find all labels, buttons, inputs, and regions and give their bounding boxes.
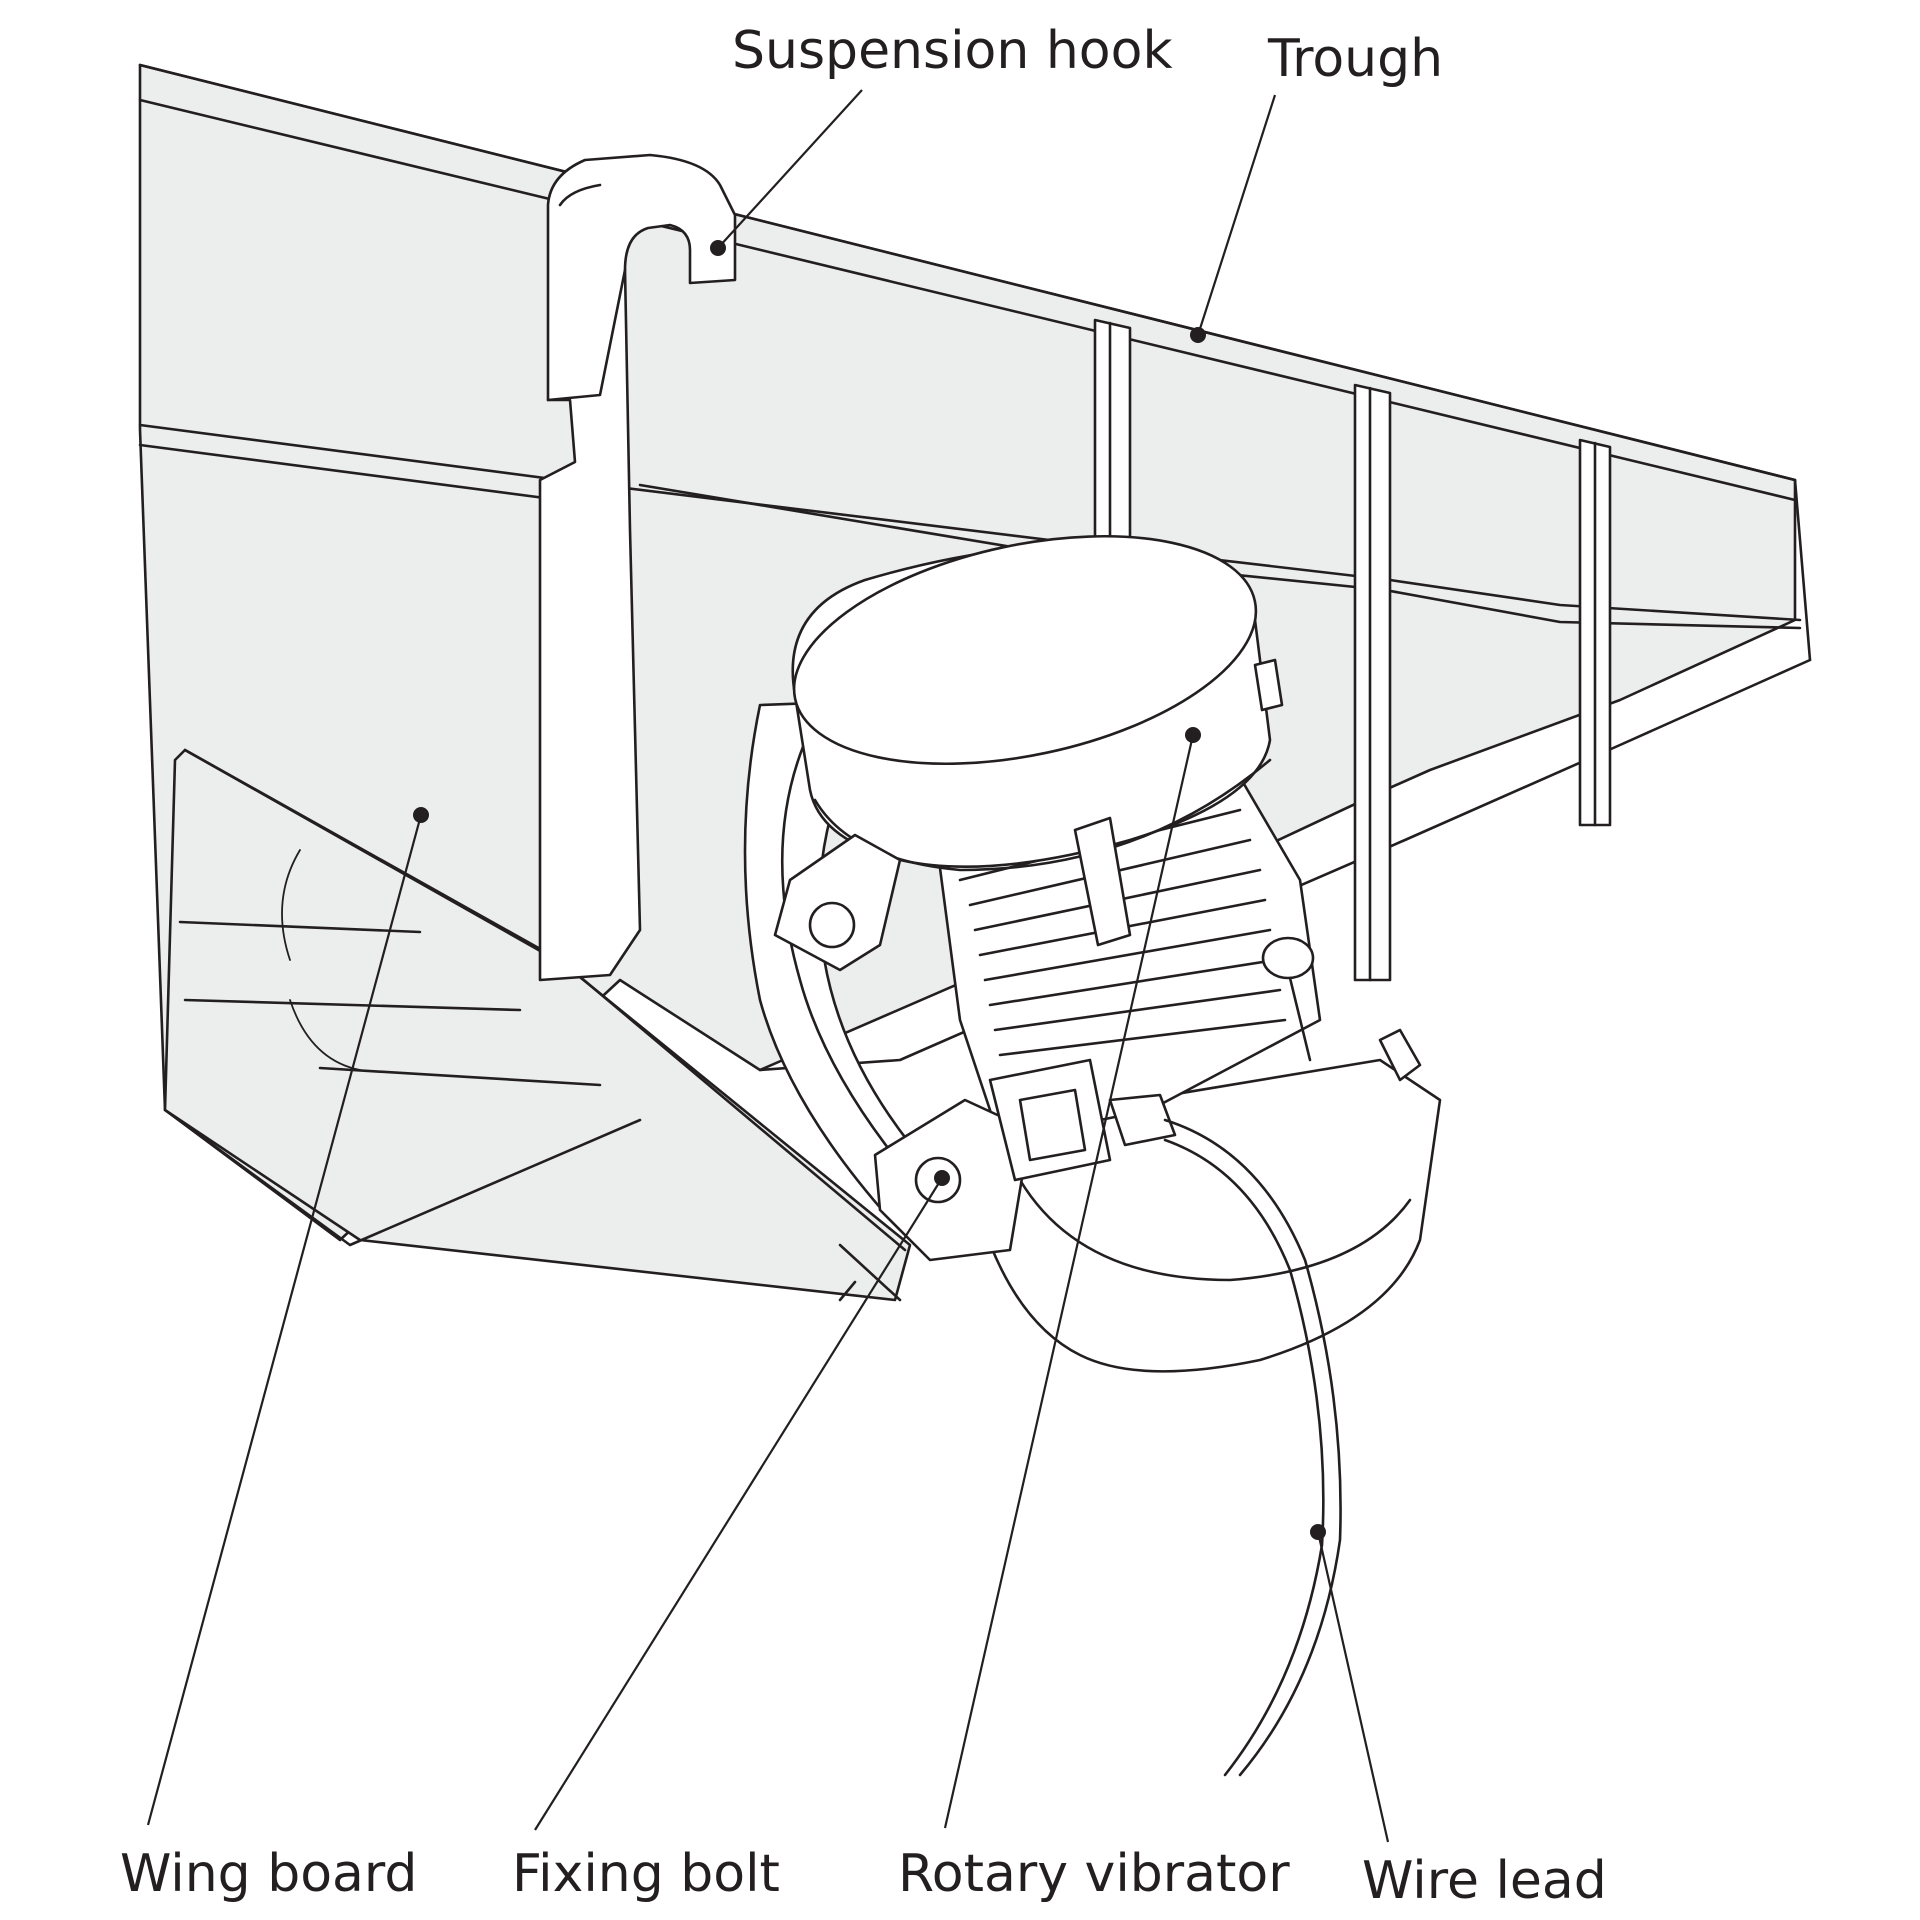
dot-wing-board xyxy=(413,807,429,823)
rotary-vibrator-drawing xyxy=(743,534,1442,1373)
label-fixing-bolt: Fixing bolt xyxy=(512,1844,780,1904)
label-suspension-hook: Suspension hook xyxy=(732,21,1173,81)
leader-fixing-bolt xyxy=(534,1177,943,1831)
wire-lead-drawing xyxy=(1163,1118,1342,1777)
dot-trough xyxy=(1190,327,1206,343)
leader-wing-board xyxy=(146,814,423,1826)
leader-wire-lead xyxy=(1316,1531,1390,1843)
leader-lines xyxy=(146,89,1390,1843)
dot-rotary-vibrator xyxy=(1185,727,1201,743)
label-rotary-vibrator: Rotary vibrator xyxy=(898,1844,1290,1904)
leader-suspension-hook xyxy=(717,89,863,249)
label-wing-board: Wing board xyxy=(120,1844,418,1904)
leader-trough xyxy=(1196,94,1277,336)
label-wire-lead: Wire lead xyxy=(1362,1851,1607,1911)
suspension-hook-drawing xyxy=(538,153,737,982)
dot-suspension-hook xyxy=(710,240,726,256)
dot-fixing-bolt xyxy=(934,1170,950,1186)
dot-wire-lead xyxy=(1310,1524,1326,1540)
leader-rotary-vibrator xyxy=(943,734,1195,1829)
label-trough: Trough xyxy=(1268,29,1444,89)
